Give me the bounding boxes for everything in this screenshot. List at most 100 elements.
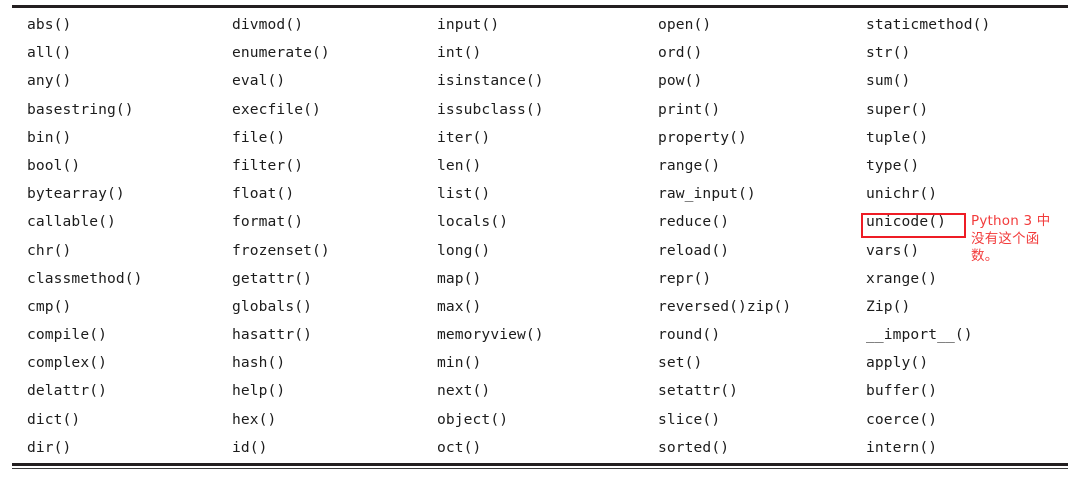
function-name-cell: hex() [232,410,277,428]
function-name-cell: len() [437,156,482,174]
function-name-cell: callable() [27,213,116,231]
function-name-cell: buffer() [866,382,938,400]
function-name-cell: id() [232,438,268,456]
table-row: compile() hasattr() memoryview() round() __i… [0,321,1080,349]
function-name-cell: bool() [27,156,81,174]
function-name-cell: pow() [658,72,703,90]
function-name-cell: map() [437,269,482,287]
table-row: delattr() help() next() setattr() buffer() [0,377,1080,405]
function-name-cell: repr() [658,269,712,287]
function-name-cell: eval() [232,72,286,90]
function-name-cell: dict() [27,410,81,428]
function-name-cell: Zip() [866,297,911,315]
function-name-cell: coerce() [866,410,938,428]
function-name-cell: tuple() [866,128,929,146]
function-name-cell: open() [658,16,712,33]
function-name-cell: max() [437,297,482,315]
function-name-cell: globals() [232,297,312,315]
function-name-cell: file() [232,128,286,146]
function-name-cell: cmp() [27,297,72,315]
function-name-cell: reload() [658,241,730,259]
function-name-cell: __import__() [866,326,973,344]
table-top-rule [12,5,1068,8]
function-name-cell: sum() [866,72,911,90]
function-name-cell: round() [658,326,721,344]
function-name-cell: reduce() [658,213,730,231]
function-name-cell: setattr() [658,382,738,400]
function-name-cell: compile() [27,326,107,344]
function-name-cell: slice() [658,410,721,428]
function-name-cell: issubclass() [437,100,544,118]
table-row: complex() hash() min() set() apply() [0,349,1080,377]
function-name-cell: frozenset() [232,241,330,259]
function-name-cell: oct() [437,438,482,456]
function-name-cell: isinstance() [437,72,544,90]
function-name-cell: help() [232,382,286,400]
function-name-cell: reversed()zip() [658,297,792,315]
function-name-cell: bin() [27,128,72,146]
function-name-cell: hasattr() [232,326,312,344]
function-name-cell: set() [658,354,703,372]
function-name-cell: object() [437,410,509,428]
function-name-cell: range() [658,156,721,174]
function-name-cell: abs() [27,16,72,33]
table-bottom-rule-thick [12,463,1068,466]
function-name-cell: min() [437,354,482,372]
function-name-cell: intern() [866,438,938,456]
table-row: callable() format() locals() reduce() unicod… [0,208,1080,236]
function-name-cell: unichr() [866,185,938,203]
function-name-cell: locals() [437,213,509,231]
function-name-cell: any() [27,72,72,90]
function-name-cell: complex() [27,354,107,372]
function-name-cell: memoryview() [437,326,544,344]
function-name-cell: raw_input() [658,185,756,203]
table-row: all() enumerate() int() ord() str() [0,39,1080,67]
function-name-cell: chr() [27,241,72,259]
function-name-cell: all() [27,44,72,62]
function-name-cell: bytearray() [27,185,125,203]
function-name-cell: delattr() [27,382,107,400]
function-name-cell: hash() [232,354,286,372]
table-row: dict() hex() object() slice() coerce() [0,406,1080,434]
table-row: basestring() execfile() issubclass() print(… [0,96,1080,124]
function-name-cell: staticmethod() [866,16,991,33]
function-name-cell: type() [866,156,920,174]
function-name-cell: xrange() [866,269,938,287]
function-name-cell: enumerate() [232,44,330,62]
function-name-cell: dir() [27,438,72,456]
table-row: chr() frozenset() long() reload() vars() [0,237,1080,265]
function-name-cell: print() [658,100,721,118]
function-name-cell: vars() [866,241,920,259]
function-name-cell: sorted() [658,438,730,456]
function-name-cell: str() [866,44,911,62]
function-name-cell: ord() [658,44,703,62]
function-name-cell: basestring() [27,100,134,118]
table-row: classmethod() getattr() map() repr() xrange(… [0,265,1080,293]
function-name-cell: next() [437,382,491,400]
function-name-cell: filter() [232,156,304,174]
function-name-cell: unicode() [866,213,946,231]
function-name-cell: classmethod() [27,269,143,287]
function-name-cell: divmod() [232,16,304,33]
function-name-cell: execfile() [232,100,321,118]
function-name-cell: float() [232,185,295,203]
function-name-cell: apply() [866,354,929,372]
function-name-cell: long() [437,241,491,259]
table-row: bool() filter() len() range() type() [0,152,1080,180]
function-name-cell: list() [437,185,491,203]
function-name-cell: property() [658,128,747,146]
function-name-grid: abs()divmod()input()open()staticmethod()… [0,11,1080,462]
function-name-cell: getattr() [232,269,312,287]
table-row: any() eval() isinstance() pow() sum() [0,67,1080,95]
table-bottom-rule-thin [12,468,1068,469]
table-row: bytearray() float() list() raw_input() unich… [0,180,1080,208]
table-row: cmp() globals() max() reversed()zip() Zip() [0,293,1080,321]
function-name-cell: super() [866,100,929,118]
red-annotation-text: Python 3 中 没有这个函 数。 [971,213,1051,264]
function-name-cell: int() [437,44,482,62]
function-name-cell: iter() [437,128,491,146]
table-row: dir() id() oct() sorted() intern() [0,434,1080,462]
table-row: bin() file() iter() property() tuple() [0,124,1080,152]
function-name-cell: format() [232,213,304,231]
